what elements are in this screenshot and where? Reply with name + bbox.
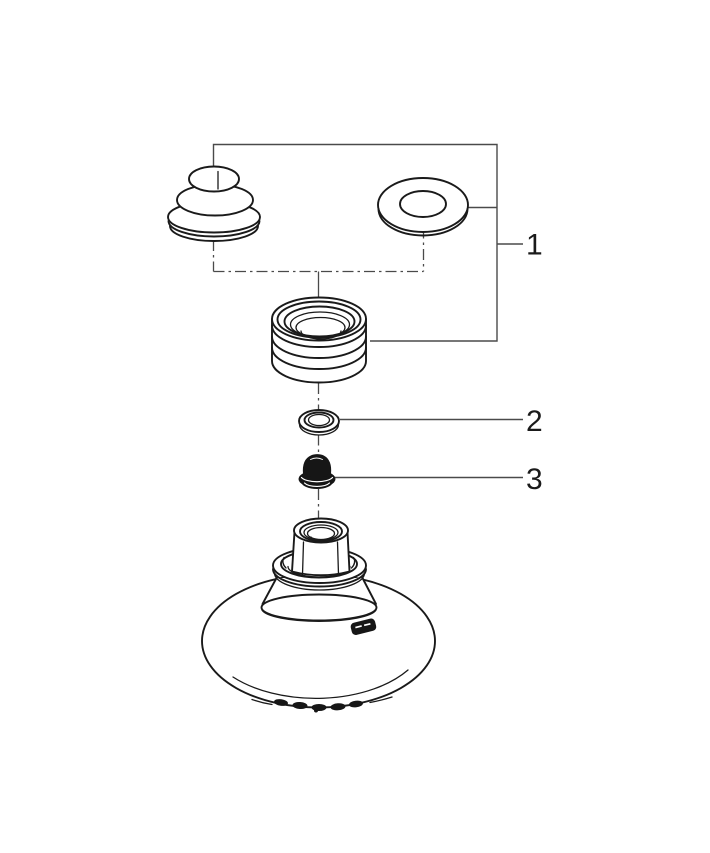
collar-rib-2 bbox=[271, 335, 367, 359]
nut-facet-left bbox=[301, 541, 305, 576]
collar-thread-4 bbox=[300, 330, 342, 340]
nozzle bbox=[330, 703, 346, 711]
logo-slit bbox=[363, 622, 371, 627]
nozzle-dot bbox=[314, 708, 318, 713]
rim-edge-left bbox=[251, 698, 273, 706]
head-bottom-rim bbox=[232, 669, 409, 700]
nozzle bbox=[311, 704, 327, 711]
ring-bottom-rim bbox=[377, 208, 469, 237]
plateau-bottom-rim bbox=[261, 609, 377, 622]
collar-thread-3 bbox=[295, 316, 346, 339]
rim-edge-right bbox=[369, 696, 393, 704]
part-washer bbox=[298, 409, 340, 436]
washer-hole bbox=[307, 413, 331, 427]
swivel-rim-1 bbox=[272, 568, 367, 588]
callout-bracket-1 bbox=[212, 143, 523, 342]
nut-facet-right bbox=[336, 541, 340, 576]
neck-cone-right bbox=[361, 577, 377, 605]
plug-dome bbox=[302, 454, 332, 478]
neck-plateau-ring bbox=[260, 593, 378, 622]
ring-hole bbox=[399, 190, 447, 218]
shower-head bbox=[201, 517, 436, 713]
plug-flange-highlight bbox=[300, 476, 334, 483]
nozzle bbox=[292, 701, 308, 710]
collar-top-face bbox=[271, 296, 367, 342]
swivel-rim-2 bbox=[273, 572, 366, 591]
cap-rib-2 bbox=[169, 225, 259, 242]
washer-bottom-rim bbox=[298, 423, 340, 436]
collar-rib-3 bbox=[271, 346, 367, 370]
nozzle bbox=[349, 700, 363, 708]
plug-base-highlight bbox=[303, 482, 331, 487]
neck-cone-left bbox=[261, 577, 278, 605]
cap-rib-1 bbox=[167, 220, 261, 238]
part-escutcheon-cap bbox=[167, 165, 261, 242]
plug-dome-highlight bbox=[310, 457, 323, 460]
part-flange-ring bbox=[377, 177, 469, 237]
spray-nozzles bbox=[251, 696, 393, 713]
cap-top-opening bbox=[188, 165, 240, 193]
part-screw-plug bbox=[298, 454, 336, 489]
callout-label-3: 3 bbox=[526, 463, 543, 496]
callout-label-2: 2 bbox=[526, 405, 543, 438]
washer-mid-ring bbox=[303, 411, 335, 429]
collar-rib-1 bbox=[271, 324, 367, 348]
grohe-logo-mark bbox=[350, 618, 377, 635]
part-mounting-collar bbox=[271, 296, 367, 384]
hex-connector-nut bbox=[291, 517, 351, 577]
nut-thread-3 bbox=[306, 526, 336, 541]
nut-thread-4 bbox=[310, 536, 333, 542]
callout-label-1: 1 bbox=[526, 229, 543, 262]
swivel-detent-left bbox=[282, 556, 287, 569]
logo-blob bbox=[350, 618, 377, 635]
bracket-line-1 bbox=[212, 143, 498, 342]
nozzle bbox=[274, 699, 288, 706]
logo-slit bbox=[355, 625, 362, 629]
swivel-detent-right bbox=[350, 556, 356, 569]
